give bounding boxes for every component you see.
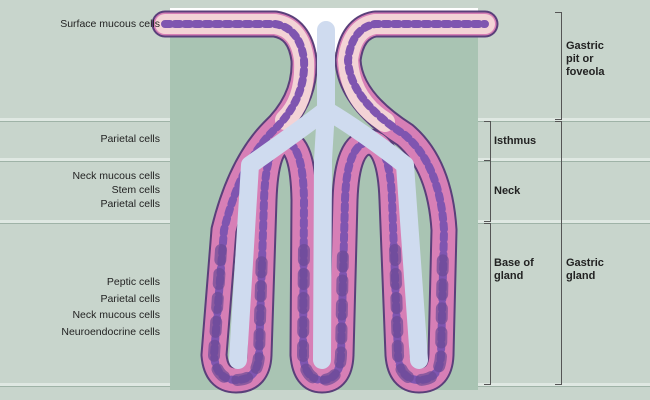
label-neck-mucous-cells-base: Neck mucous cells <box>72 309 160 321</box>
label-gastric-pit-line1: Gastric <box>566 40 604 52</box>
label-peptic-cells: Peptic cells <box>106 276 160 288</box>
label-base-of-gland: Base of gland <box>494 257 534 283</box>
label-stem-cells: Stem cells <box>111 184 160 196</box>
label-neck: Neck <box>494 185 521 197</box>
bracket-neck <box>484 160 491 222</box>
bracket-gastric-pit <box>555 12 562 120</box>
chief-cells-base <box>208 244 449 386</box>
bracket-gastric-gland <box>555 121 562 385</box>
label-neuroendocrine-cells: Neuroendocrine cells <box>61 326 160 338</box>
bracket-isthmus <box>484 121 491 161</box>
label-gastric-pit: Gastric pit or foveola <box>566 40 605 79</box>
label-gland-line2: gland <box>566 270 596 282</box>
label-isthmus: Isthmus <box>494 135 537 147</box>
label-base-line2: gland <box>494 270 524 282</box>
label-gastric-gland: Gastric gland <box>566 257 604 283</box>
label-base-line1: Base of <box>494 257 534 269</box>
label-gastric-pit-line2: pit or <box>566 53 594 65</box>
bracket-base-of-gland <box>484 223 491 385</box>
label-neck-mucous-cells: Neck mucous cells <box>72 170 160 182</box>
label-gastric-pit-line3: foveola <box>566 66 605 78</box>
label-gland-line1: Gastric <box>566 257 604 269</box>
label-surface-mucous-cells: Surface mucous cells <box>60 18 160 30</box>
label-parietal-cells-isthmus: Parietal cells <box>100 133 160 145</box>
label-parietal-cells-neck: Parietal cells <box>100 198 160 210</box>
label-parietal-cells-base: Parietal cells <box>100 293 160 305</box>
gland-lumen <box>229 21 428 369</box>
